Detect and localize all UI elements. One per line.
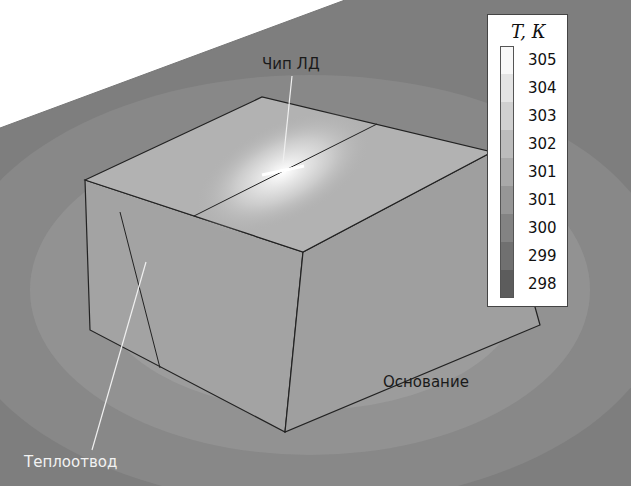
- laser-chip: [262, 166, 304, 175]
- legend-swatch: [500, 74, 514, 102]
- legend-value: 299: [528, 247, 557, 265]
- legend-swatch: [500, 158, 514, 186]
- legend-value: 303: [528, 107, 557, 125]
- legend-row: 300: [500, 214, 557, 242]
- part-label: Теплоотвод: [24, 454, 117, 471]
- legend-swatch: [500, 102, 514, 130]
- legend-swatch: [500, 270, 514, 298]
- legend-value: 301: [528, 191, 557, 209]
- legend-value: 304: [528, 79, 557, 97]
- legend-value: 302: [528, 135, 557, 153]
- part-label: Основание: [383, 374, 469, 391]
- leader-line: [283, 76, 292, 163]
- legend-swatch: [500, 186, 514, 214]
- legend-title: T, К: [500, 21, 557, 42]
- legend-row: 301: [500, 186, 557, 214]
- legend-row: 305: [500, 46, 557, 74]
- legend-value: 298: [528, 275, 557, 293]
- legend-value: 300: [528, 219, 557, 237]
- legend-value: 301: [528, 163, 557, 181]
- hot-spot: [177, 86, 390, 258]
- legend-value: 305: [528, 51, 557, 69]
- leader-line: [92, 262, 146, 450]
- legend-swatch: [500, 46, 514, 74]
- legend-swatch: [500, 214, 514, 242]
- color-legend: T, К 305 304 303 302 301 301 300 299 298: [487, 14, 568, 307]
- legend-row: 302: [500, 130, 557, 158]
- legend-row: 299: [500, 242, 557, 270]
- part-label: Чип ЛД: [262, 56, 320, 73]
- legend-swatch: [500, 130, 514, 158]
- legend-row: 303: [500, 102, 557, 130]
- legend-row: 301: [500, 158, 557, 186]
- legend-row: 298: [500, 270, 557, 298]
- legend-row: 304: [500, 74, 557, 102]
- legend-swatch: [500, 242, 514, 270]
